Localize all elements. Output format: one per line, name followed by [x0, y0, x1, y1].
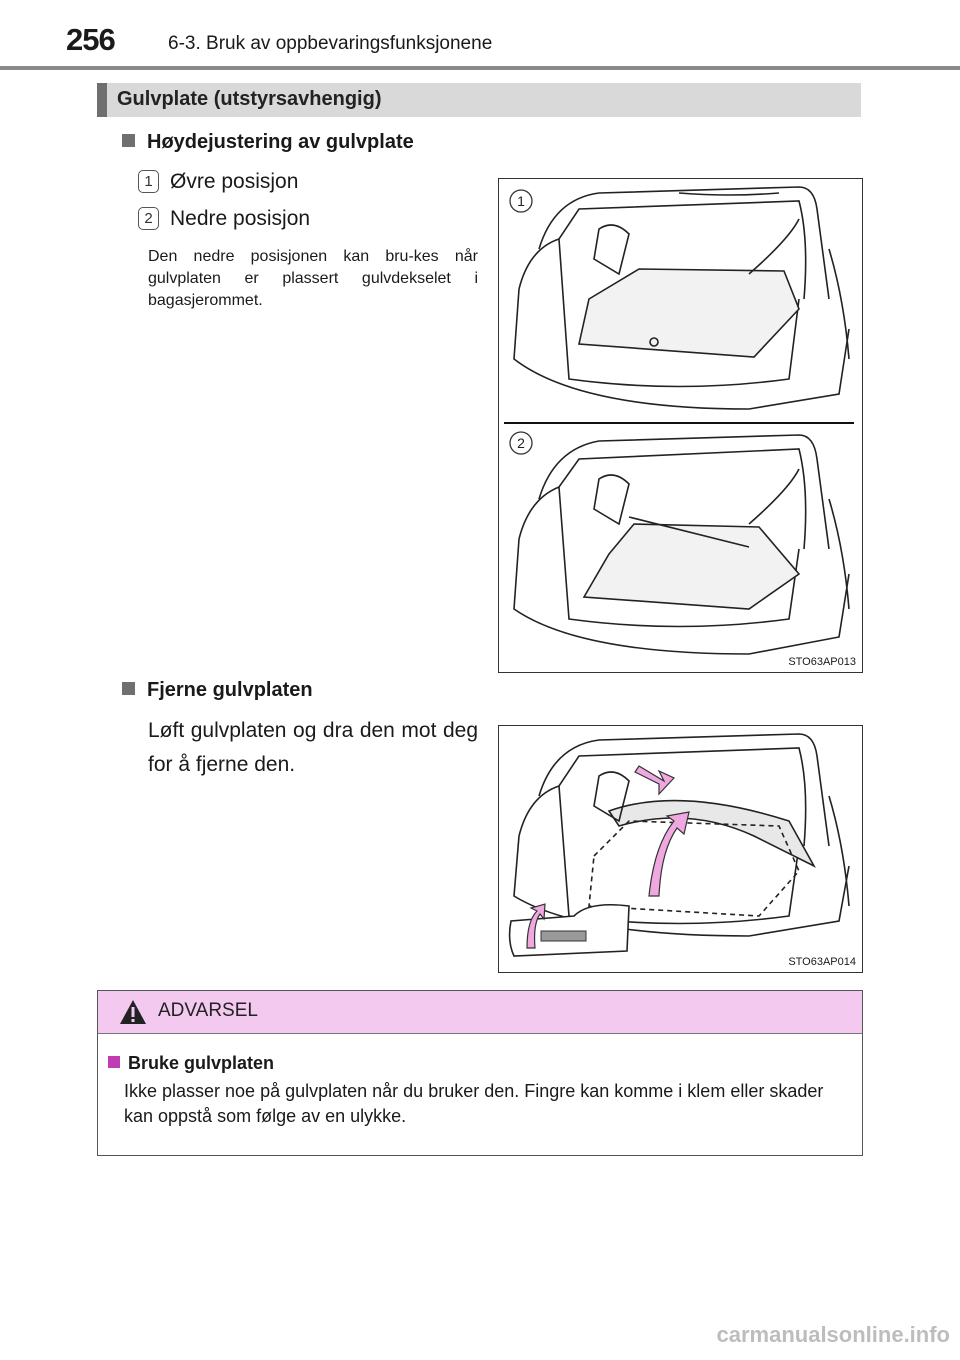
item-number-1: 1 — [138, 170, 159, 193]
warning-subheading-text: Bruke gulvplaten — [128, 1053, 275, 1073]
item-label-lower: Nedre posisjon — [170, 207, 311, 230]
warning-header: ADVARSEL — [98, 991, 862, 1034]
figure-remove-floorboard: STO63AP014 — [498, 725, 863, 973]
section-title-bar: Gulvplate (utstyrsavhengig) — [97, 83, 861, 117]
watermark: carmanualsonline.info — [716, 1322, 951, 1347]
item-label-upper: Øvre posisjon — [170, 170, 299, 193]
bullet-square-icon — [122, 682, 135, 695]
remove-instructions: Løft gulvplaten og dra den mot deg for å… — [148, 719, 478, 776]
warning-subheading: Bruke gulvplaten — [108, 1053, 274, 1074]
chapter-title: 6-3. Bruk av oppbevaringsfunksjonene — [168, 33, 493, 54]
pull-arrow-icon — [634, 765, 676, 796]
callout-1: 1 — [517, 193, 525, 209]
lift-arrow-icon — [648, 811, 690, 897]
figure-code-2: STO63AP014 — [788, 956, 856, 968]
trunk-illustration-removal — [508, 733, 850, 957]
trunk-illustration-positions: 1 2 — [504, 186, 854, 655]
section-title: Gulvplate (utstyrsavhengig) — [117, 88, 382, 110]
height-adjust-heading: Høydejustering av gulvplate — [122, 131, 414, 154]
warning-bullet-icon — [108, 1056, 120, 1068]
warning-triangle-icon — [120, 1000, 146, 1024]
warning-text: Ikke plasser noe på gulvplaten når du br… — [124, 1081, 824, 1126]
figure-height-adjust: 1 2 STO63AP013 — [498, 178, 863, 673]
handle-detail — [540, 930, 587, 942]
callout-2-circle — [509, 431, 533, 455]
warning-label: ADVARSEL — [158, 1000, 258, 1021]
detail-arrow-icon — [526, 903, 546, 949]
callout-1-circle — [509, 189, 533, 213]
remove-heading: Fjerne gulvplaten — [122, 679, 313, 702]
warning-box: ADVARSEL Bruke gulvplaten Ikke plasser n… — [97, 990, 863, 1156]
height-adjust-heading-text: Høydejustering av gulvplate — [147, 131, 414, 153]
figure-code-1: STO63AP013 — [788, 656, 856, 668]
lower-position-note: Den nedre posisjonen kan bru-kes når gul… — [148, 248, 478, 309]
header-rule — [0, 66, 960, 70]
bullet-square-icon — [122, 134, 135, 147]
page-number: 256 — [66, 22, 116, 57]
section-accent — [97, 83, 107, 117]
item-number-2: 2 — [138, 207, 159, 230]
callout-2: 2 — [517, 435, 525, 451]
remove-heading-text: Fjerne gulvplaten — [147, 679, 313, 701]
